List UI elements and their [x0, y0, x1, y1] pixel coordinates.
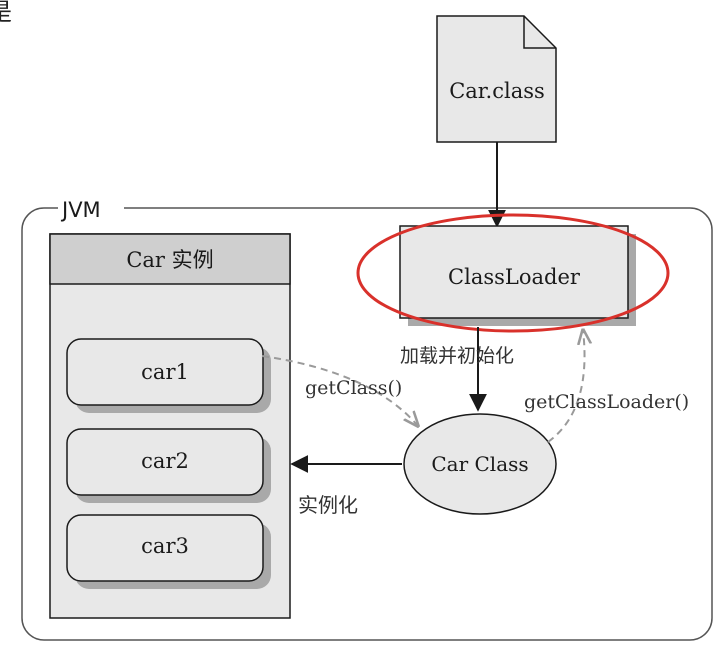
instance-car3: car3	[66, 514, 271, 589]
load-edge-label: 加载并初始化	[400, 345, 514, 367]
car-class-file-label: Car.class	[449, 79, 545, 103]
instance-list: car1 car2 car3	[66, 338, 271, 589]
instance-label: car1	[141, 360, 189, 384]
instantiate-label: 实例化	[298, 493, 358, 517]
jvm-boundary	[21, 207, 713, 641]
instance-label: car2	[141, 449, 189, 473]
jvm-label: JVM	[60, 198, 101, 222]
instance-car1: car1	[66, 338, 271, 413]
getclass-arrow	[261, 355, 418, 426]
car-class-node	[403, 413, 557, 515]
left-edge-glyph: 是	[0, 0, 12, 26]
classloader-label: ClassLoader	[448, 265, 581, 289]
getclassloader-arrow	[547, 330, 585, 443]
car-class-label: Car Class	[431, 452, 528, 476]
car-class-file: Car.class	[436, 15, 557, 143]
highlight-ellipse	[356, 213, 670, 333]
getclass-label: getClass()	[305, 377, 402, 399]
instance-panel-title: Car 实例	[126, 248, 213, 272]
jvm-label-mask	[58, 198, 124, 218]
instance-car2: car2	[66, 428, 271, 503]
instance-label: car3	[141, 534, 189, 558]
getclassloader-label: getClassLoader()	[524, 391, 689, 413]
classloader-box: ClassLoader	[399, 225, 636, 326]
